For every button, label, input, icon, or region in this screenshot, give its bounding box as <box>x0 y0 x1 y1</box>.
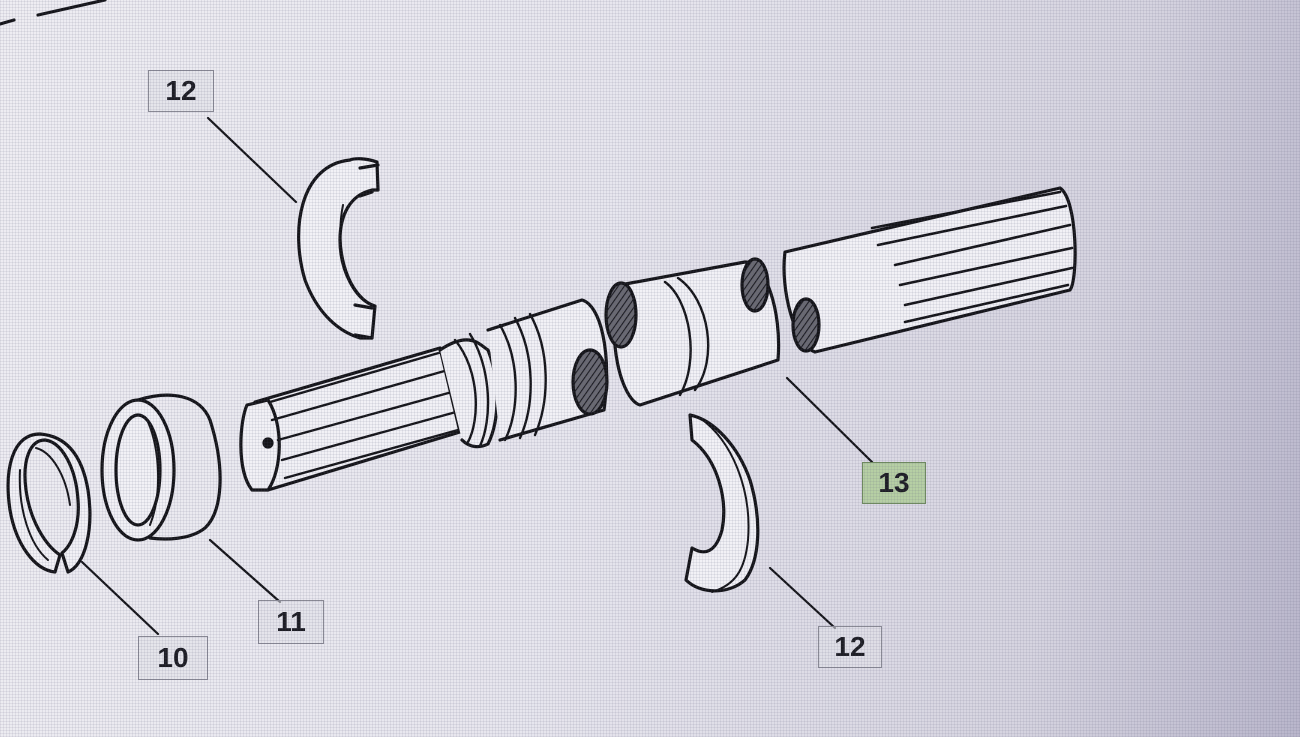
splined-shaft-left <box>239 298 609 492</box>
leader-line-11 <box>208 538 282 604</box>
callout-13[interactable]: 13 <box>862 462 926 504</box>
callout-12-bottom[interactable]: 12 <box>818 626 882 668</box>
leader-line-10 <box>80 560 160 636</box>
half-moon-key-upper <box>297 157 380 340</box>
leader-line-12-top <box>206 116 298 204</box>
callout-11[interactable]: 11 <box>258 600 324 644</box>
callout-12-top[interactable]: 12 <box>148 70 214 112</box>
half-moon-key-lower <box>684 413 760 593</box>
leader-line-13 <box>785 376 874 464</box>
splined-shaft-right <box>782 186 1077 354</box>
collar-bushing <box>100 393 222 542</box>
leader-line-12-bottom <box>768 566 837 630</box>
stray-line <box>0 0 107 26</box>
coupler-middle <box>604 257 781 407</box>
snap-ring <box>6 432 92 574</box>
callout-10[interactable]: 10 <box>138 636 208 680</box>
